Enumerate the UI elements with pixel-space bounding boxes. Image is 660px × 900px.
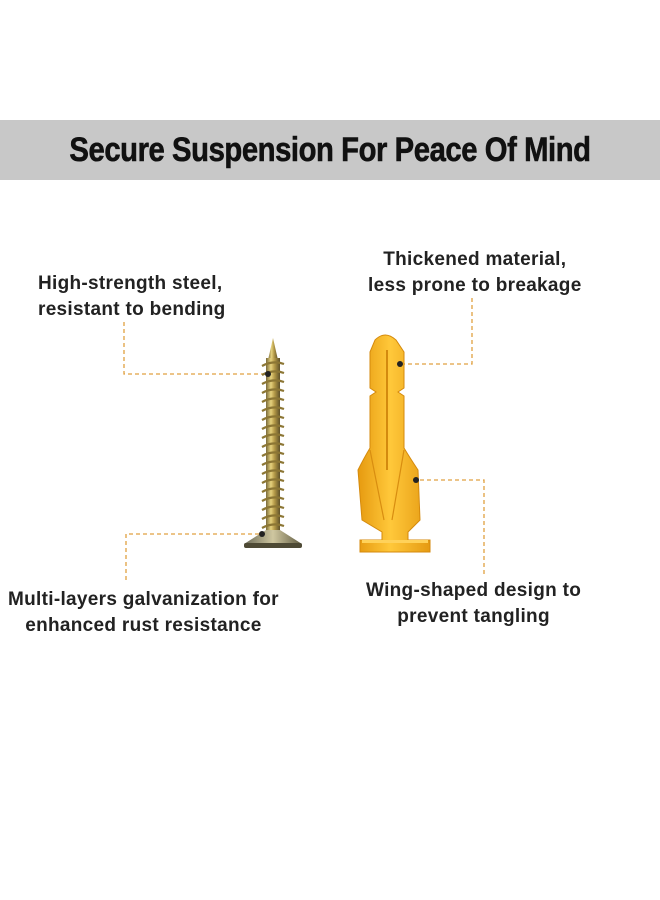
callout-galvanization: Multi-layers galvanization for enhanced … [8,587,279,639]
callout-thickened-material: Thickened material, less prone to breaka… [368,247,582,299]
anchor-wing-edge-left [369,449,385,521]
screw-threads [261,361,285,529]
leader-steel [123,322,268,375]
anchor-wing-edge-right [391,449,405,521]
screw-thread [261,496,285,502]
callout-thick-line-2: less prone to breakage [368,275,582,296]
screw-thread [261,478,285,484]
title-banner: Secure Suspension For Peace Of Mind [0,120,660,180]
screw-thread [261,505,285,511]
leader-lines [123,298,485,580]
banner-title: Secure Suspension For Peace Of Mind [69,130,591,169]
screw-thread [261,487,285,493]
callout-high-strength-steel: High-strength steel, resistant to bendin… [38,271,226,323]
screw-thread [261,433,285,439]
screw-tip [268,338,278,360]
screw-thread [261,370,285,376]
screw-head-top [244,543,302,548]
leader-galv [125,533,262,580]
screw-image [244,338,302,548]
screw-dot-top [265,371,271,377]
plastic-anchor-image [357,334,431,553]
screw-head [244,530,302,544]
callout-wing-line-2: prevent tangling [397,606,550,627]
screw-thread [261,514,285,520]
screw-thread [261,424,285,430]
callout-thick-line-1: Thickened material, [383,249,567,270]
screw-thread [261,415,285,421]
screw-thread [261,397,285,403]
screw-thread [261,460,285,466]
screw-thread [261,442,285,448]
callout-steel-line-2: resistant to bending [38,299,226,320]
callout-galv-line-1: Multi-layers galvanization for [8,589,279,610]
screw-thread [261,469,285,475]
callout-wing-line-1: Wing-shaped design to [366,580,582,601]
screw-thread [261,523,285,529]
callout-wing-shaped-design: Wing-shaped design to prevent tangling [366,578,581,630]
anchor-dot-wing [413,477,419,483]
anchor-flange-highlight [362,540,428,543]
anchor-body [357,334,431,553]
screw-thread [261,361,285,367]
anchor-dot-top [397,361,403,367]
screw-thread [261,406,285,412]
callout-steel-line-1: High-strength steel, [38,273,223,294]
leader-wing [418,479,485,574]
screw-thread [261,451,285,457]
leader-thick [402,298,473,365]
screw-dot-bottom [259,531,265,537]
screw-thread [261,388,285,394]
screw-thread [261,379,285,385]
callout-galv-line-2: enhanced rust resistance [25,615,262,636]
